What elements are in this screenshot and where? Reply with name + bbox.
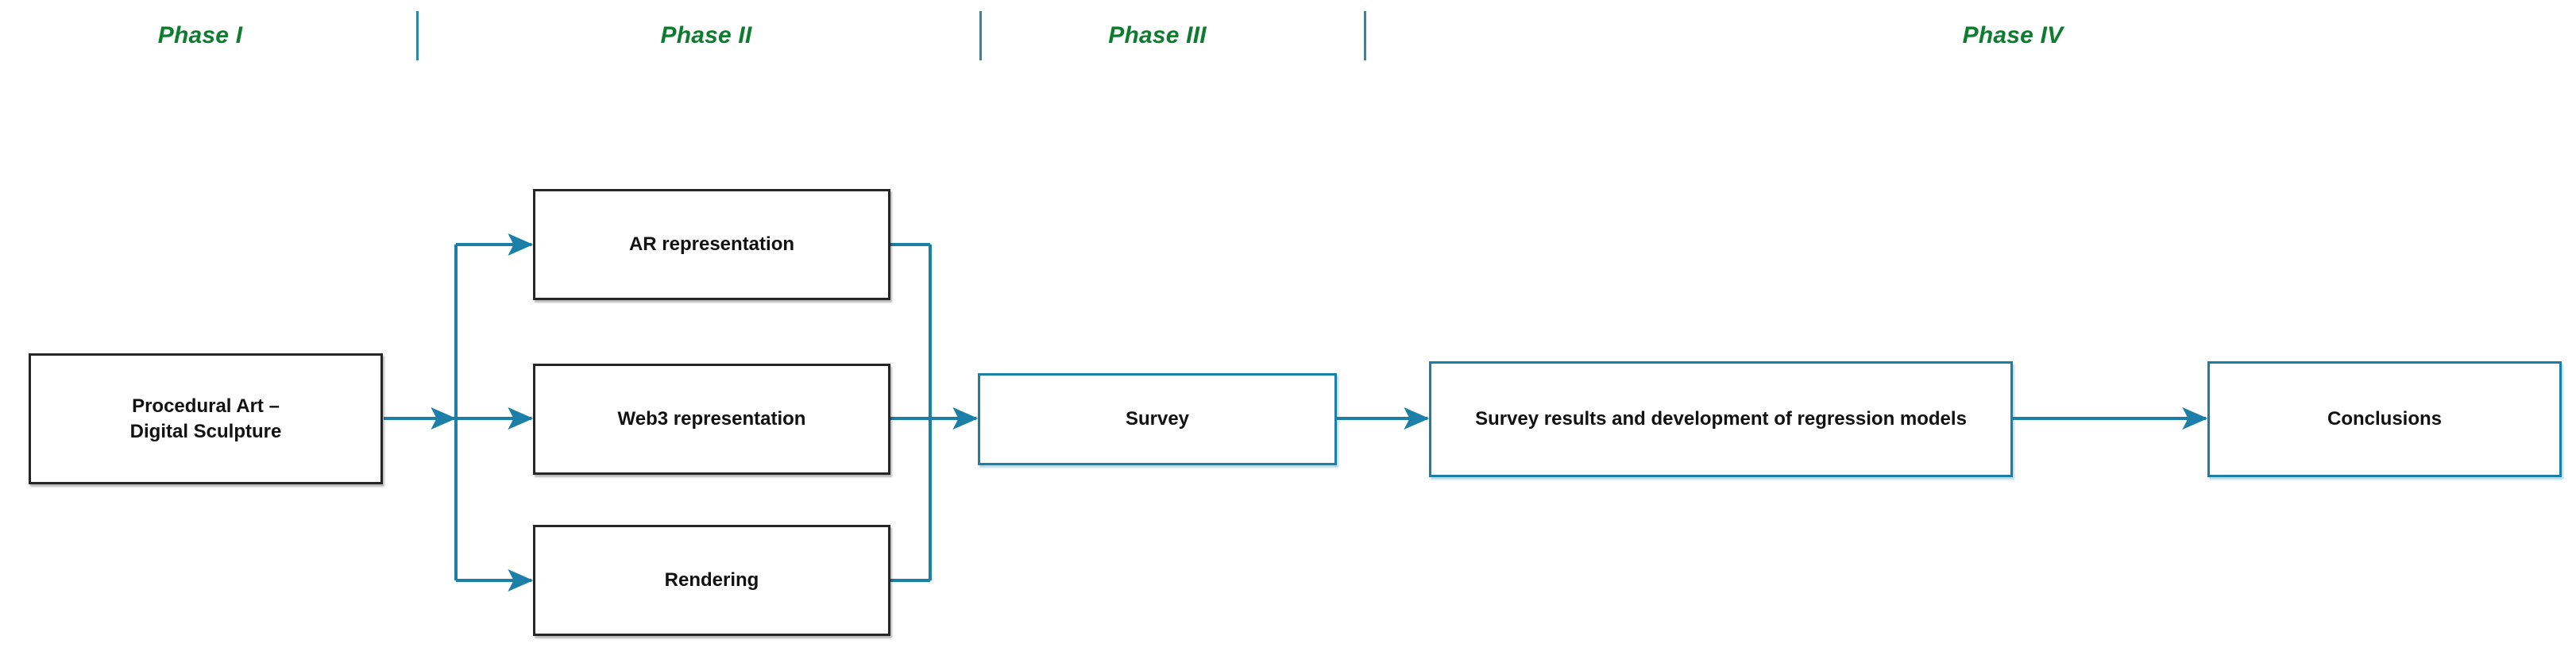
node-survey-results-label: Survey results and development of regres… [1475, 408, 1967, 430]
node-survey[interactable]: Survey [978, 373, 1337, 465]
node-conclusions-label: Conclusions [2327, 408, 2442, 430]
phase-label-1: Phase I [157, 22, 243, 48]
node-rendering[interactable]: Rendering [533, 525, 890, 636]
node-procedural-art-line2: Digital Sculpture [129, 420, 282, 442]
node-ar-representation-label: AR representation [628, 233, 795, 256]
node-procedural-art-text: Procedural Art – Digital Sculpture [130, 394, 282, 444]
node-conclusions[interactable]: Conclusions [2207, 361, 2562, 477]
phase-label-2: Phase II [660, 22, 752, 48]
node-survey-label: Survey [1125, 408, 1190, 430]
phase-divider-1 [416, 11, 419, 60]
node-web3-representation[interactable]: Web3 representation [533, 364, 890, 475]
phase-label-3: Phase III [1108, 22, 1207, 48]
phase-divider-2 [979, 11, 982, 60]
phase-label-4: Phase IV [1962, 22, 2064, 48]
phase-divider-3 [1364, 11, 1366, 60]
node-ar-representation[interactable]: AR representation [533, 189, 890, 300]
node-procedural-art[interactable]: Procedural Art – Digital Sculpture [29, 353, 383, 484]
node-survey-results[interactable]: Survey results and development of regres… [1429, 361, 2013, 477]
node-procedural-art-line1: Procedural Art – [132, 395, 280, 417]
node-web3-representation-label: Web3 representation [617, 408, 806, 430]
node-rendering-label: Rendering [664, 569, 759, 592]
